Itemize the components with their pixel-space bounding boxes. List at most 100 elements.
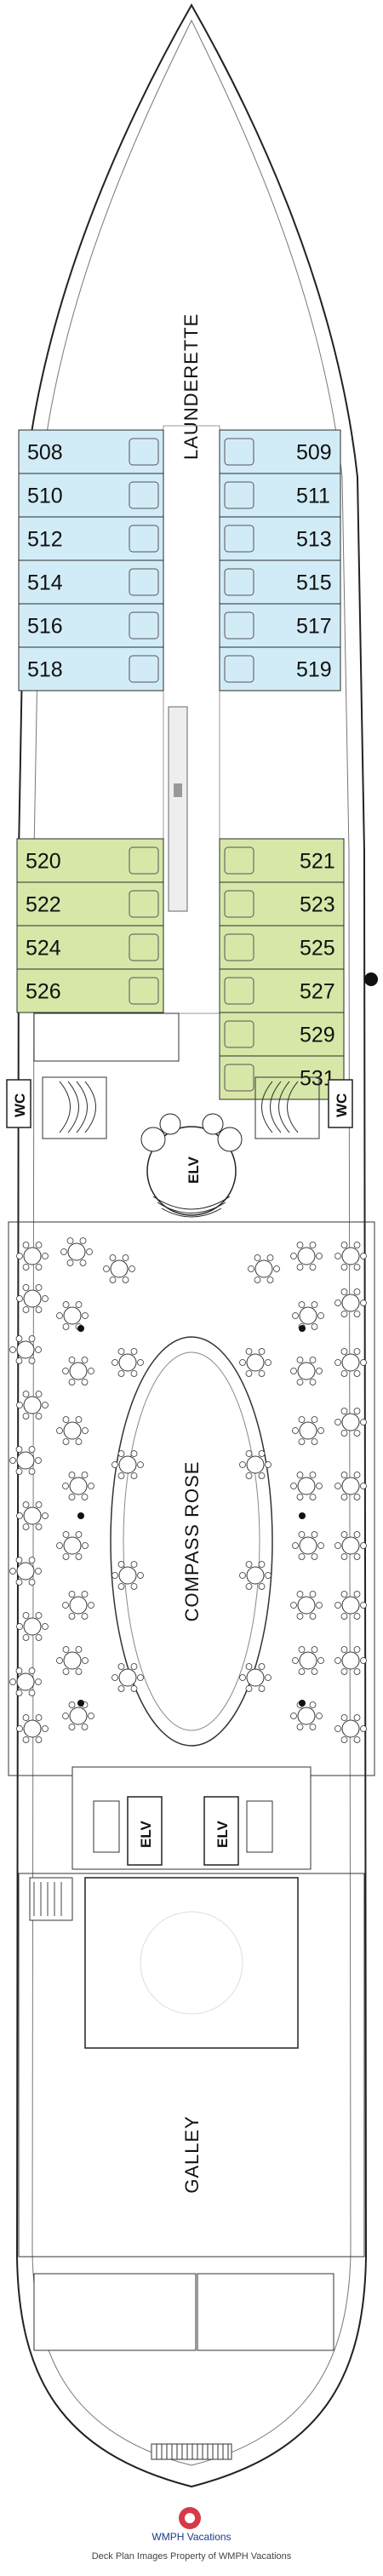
compass-rose-label: COMPASS ROSE [181,1461,203,1622]
cabin-number: 509 [296,441,332,465]
cabin-508[interactable]: 508 [18,429,164,474]
table [111,1348,144,1377]
table [9,1446,42,1475]
table [56,1531,89,1560]
cabin-518[interactable]: 518 [18,646,164,691]
cabin-number: 525 [300,937,335,961]
aft-elv-label-2: ELV [214,1821,231,1848]
table [16,1391,49,1420]
galley-label: GALLEY [181,2115,203,2194]
table [16,1714,49,1743]
pillar [77,1700,84,1707]
table [334,1646,367,1675]
table [56,1416,89,1445]
table [334,1288,367,1317]
cabin-519[interactable]: 519 [219,646,341,691]
table [16,1242,49,1271]
cabin-number: 529 [300,1024,335,1047]
stern-grille [151,2443,232,2460]
cabin-number: 527 [300,980,335,1004]
pillar [299,1325,306,1332]
dining-tables [9,1237,367,1743]
cabin-529[interactable]: 529 [219,1012,345,1057]
cabin-526[interactable]: 526 [16,968,164,1013]
starboard-wc: WC [328,1079,353,1128]
table [9,1667,42,1696]
table [290,1472,323,1500]
starboard-stern-room [197,2273,334,2351]
cabin-527[interactable]: 527 [219,968,345,1013]
table [292,1646,324,1675]
cabin-510[interactable]: 510 [18,473,164,518]
table [16,1612,49,1641]
stern-grille-bars [156,2444,229,2459]
footer-credit: Deck Plan Images Property of WMPH Vacati… [91,2551,292,2562]
forward-elevator-cluster: ELV [140,1113,243,1218]
launderette-label: LAUNDERETTE [180,313,202,460]
cabin-511[interactable]: 511 [219,473,341,518]
table [111,1561,144,1590]
table [334,1531,367,1560]
cabin-number: 510 [27,485,63,508]
cabin-number: 514 [27,571,63,595]
cabin-524[interactable]: 524 [16,925,164,970]
table [248,1254,280,1283]
cabin-516[interactable]: 516 [18,603,164,648]
table [239,1450,272,1479]
table [334,1591,367,1620]
table [292,1416,324,1445]
cabin-512[interactable]: 512 [18,516,164,561]
cabin-number: 519 [296,658,332,682]
cabin-523[interactable]: 523 [219,881,345,927]
table [292,1531,324,1560]
port-wc: WC [6,1079,31,1128]
cabin-520[interactable]: 520 [16,838,164,883]
table [62,1591,94,1620]
port-cabins-blue: 508 510 512 514 516 518 [18,429,164,691]
svg-text:WC: WC [12,1093,28,1117]
table [56,1646,89,1675]
location-dot [364,972,378,986]
table [290,1591,323,1620]
starboard-cabins-blue: 509 511 513 515 517 519 [219,429,341,691]
cabin-525[interactable]: 525 [219,925,345,970]
pillar [299,1512,306,1519]
cabin-514[interactable]: 514 [18,559,164,605]
table [9,1335,42,1364]
aft-elevator-area: ELV ELV [71,1766,312,1870]
table [60,1237,93,1266]
table [56,1301,89,1330]
table [334,1714,367,1743]
table [111,1663,144,1692]
cabin-521[interactable]: 521 [219,838,345,883]
table [16,1501,49,1530]
cabin-number: 511 [296,485,330,508]
cabin-509[interactable]: 509 [219,429,341,474]
starboard-stairs [254,1076,320,1139]
cabin-number: 524 [26,937,61,961]
cabin-513[interactable]: 513 [219,516,341,561]
table [334,1348,367,1377]
table [239,1348,272,1377]
cabin-number: 520 [26,850,61,874]
svg-text:WC: WC [334,1093,350,1117]
footer-brand: WMPH Vacations [151,2531,232,2543]
table [239,1663,272,1692]
cabin-number: 523 [300,893,335,917]
cabin-number: 515 [296,571,332,595]
table [62,1472,94,1500]
table [111,1450,144,1479]
cabin-number: 518 [27,658,63,682]
stairwell-center [168,706,188,912]
port-stairs [42,1076,107,1139]
table [290,1701,323,1730]
cabin-517[interactable]: 517 [219,603,341,648]
pillar [77,1512,84,1519]
cabin-522[interactable]: 522 [16,881,164,927]
stairwell-marker [174,783,182,797]
cabin-515[interactable]: 515 [219,559,341,605]
cabin-number: 508 [27,441,63,465]
table [62,1701,94,1730]
